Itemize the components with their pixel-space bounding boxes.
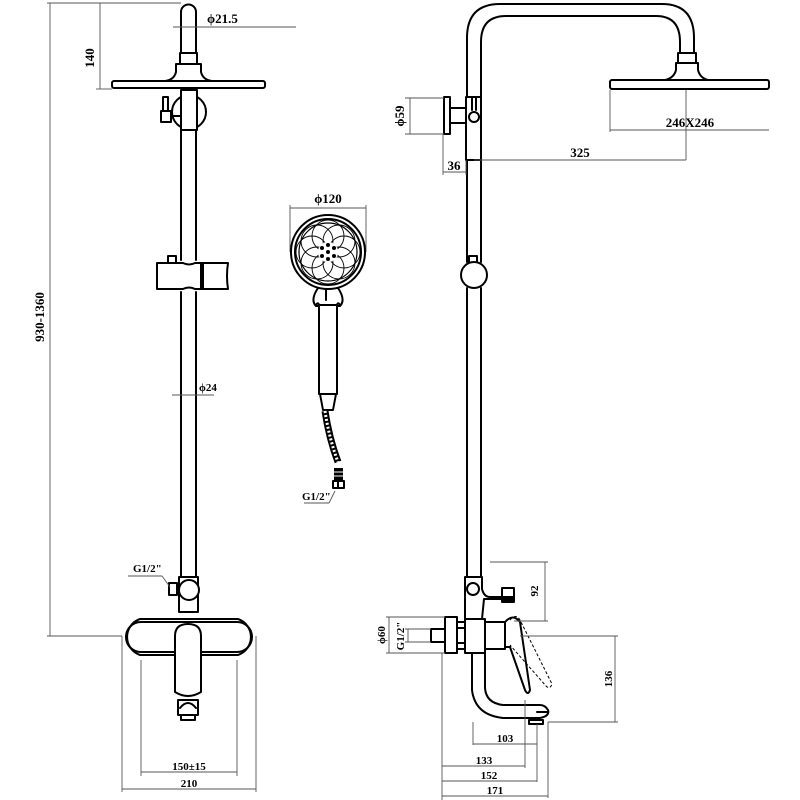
label-holder-diameter: ϕ59 (392, 105, 407, 127)
label-arm-diameter: ϕ21.5 (207, 11, 238, 26)
label-top-height: 140 (82, 48, 97, 68)
hand-shower-handle (315, 302, 341, 411)
label-diverter-height: 92 (529, 585, 541, 597)
front-top-arm (111, 3, 266, 89)
label-spout-103: 103 (497, 733, 514, 745)
hand-shower-head (290, 214, 366, 307)
label-mixer-width: 210 (181, 778, 198, 790)
side-spout (471, 652, 550, 725)
label-head-size: 246X246 (666, 115, 715, 130)
front-wall-holder (160, 89, 207, 131)
side-mixer (430, 616, 553, 694)
label-head-diameter: ϕ120 (314, 191, 342, 206)
label-spout-171: 171 (487, 785, 504, 797)
front-slide-bracket (156, 255, 229, 290)
label-spout-152: 152 (481, 770, 498, 782)
label-inlet-thread-front: G1/2" (133, 563, 162, 575)
side-slide-knob (460, 255, 488, 289)
front-rail-pipe (180, 129, 197, 578)
label-flange-diameter: ϕ60 (376, 626, 388, 644)
label-arm-reach: 325 (570, 145, 590, 160)
label-spout-133: 133 (476, 755, 493, 767)
label-total-height: 930-1360 (32, 292, 47, 342)
side-diverter (464, 576, 515, 620)
front-mixer-body (125, 618, 253, 721)
label-rail-diameter: ϕ24 (199, 382, 217, 394)
front-view: 140 ϕ21.5 930-1360 ϕ24 G1/2" 150±15 210 (32, 2, 296, 792)
label-inlet-thread-side: G1/2" (395, 622, 407, 651)
front-dimensions (47, 2, 296, 792)
side-riser-and-arm (466, 3, 770, 579)
label-hose-thread: G1/2" (302, 491, 331, 503)
front-diverter (168, 576, 200, 613)
label-holder-depth: 36 (448, 158, 462, 173)
side-view: ϕ59 36 325 246X246 92 ϕ60 G1/2" 136 103 … (376, 3, 770, 800)
label-inlet-spacing: 150±15 (172, 761, 206, 773)
center-nozzles (320, 243, 336, 261)
label-spout-height: 136 (603, 670, 615, 687)
side-wall-holder (443, 96, 482, 161)
hose (321, 410, 345, 489)
hand-shower-view: ϕ120 (289, 191, 367, 504)
side-dimensions (386, 90, 769, 800)
